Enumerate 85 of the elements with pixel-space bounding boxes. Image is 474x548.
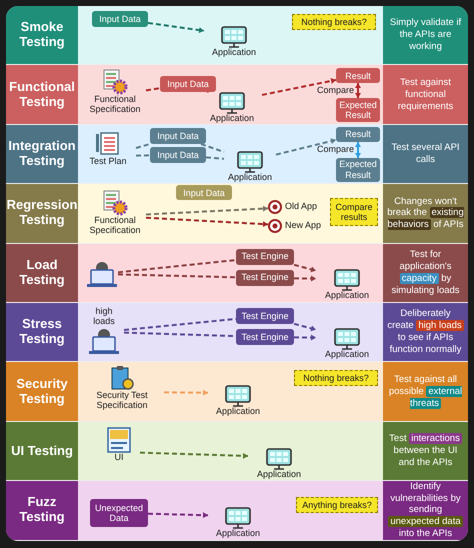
description-text: Deliberately create high loads to see if APIs function normally <box>383 303 468 362</box>
arrow <box>148 22 204 34</box>
data-box: Test Engine <box>236 270 294 286</box>
description-text: Simply validate if the APIs are working <box>383 6 468 66</box>
app-label: Old App <box>285 202 318 212</box>
data-box: Result <box>336 68 380 84</box>
app-label: Application <box>216 529 260 540</box>
connector-line <box>146 88 160 92</box>
icon-caption: Test Plan <box>89 156 127 167</box>
edge-label: Compare <box>316 144 354 154</box>
icon-caption: Functional Specification <box>88 216 142 236</box>
diagram-panel <box>78 124 383 184</box>
app-label: Application <box>256 470 302 480</box>
arrow <box>262 78 336 96</box>
app-label: Application <box>324 350 370 360</box>
description-text: Test against functional requirements <box>383 65 468 125</box>
diagram-panel <box>78 6 383 66</box>
data-box: Test Engine <box>236 329 294 345</box>
data-box: Expected Result <box>336 158 380 182</box>
arrow <box>294 275 316 282</box>
connector-line <box>200 142 224 153</box>
description-text: Changes won't break the existing behaviors of APIs <box>383 184 468 244</box>
icon-caption: Security Test Specification <box>95 391 149 412</box>
arrow <box>146 216 268 228</box>
data-box: Input Data <box>176 185 232 200</box>
app-label: New App <box>285 221 322 232</box>
diagram-panel <box>78 184 383 244</box>
description-text: Test several API calls <box>383 124 468 184</box>
testing-type-label: Load Testing <box>6 244 78 303</box>
testing-type-label: Security Testing <box>6 362 78 422</box>
data-box: Expected Result <box>336 98 380 122</box>
arrow <box>294 263 316 272</box>
description-text: Test for application's capacity by simulating loads <box>383 244 468 303</box>
data-box: Result <box>336 126 380 142</box>
note-box: Nothing breaks? <box>294 370 378 386</box>
arrow <box>164 390 208 396</box>
data-box: Test Engine <box>236 308 294 324</box>
connector-line <box>118 272 236 278</box>
arrow <box>276 138 336 156</box>
description-text: Identify vulnerabilities by sending unexpected data into the APIs <box>383 481 468 541</box>
diagram-panel <box>78 303 383 362</box>
app-label: Application <box>228 172 272 183</box>
edge-label: Compare <box>316 84 354 95</box>
diagram-panel <box>78 65 383 125</box>
data-box: Input Data <box>150 146 206 163</box>
data-box: Test Engine <box>236 248 294 265</box>
diagram-panel <box>78 244 383 303</box>
note-box: Compare results <box>330 198 378 226</box>
arrow <box>140 451 248 459</box>
data-box: Input Data <box>92 11 148 27</box>
description-text: Test against all possible external threats <box>383 362 468 422</box>
app-label: Application <box>216 406 260 416</box>
testing-type-label: UI Testing <box>6 422 78 482</box>
connector-line <box>206 156 224 160</box>
connector-line <box>136 142 150 149</box>
data-box: Input Data <box>160 76 216 92</box>
arrow <box>146 206 268 216</box>
data-box: Unexpected Data <box>90 499 148 528</box>
testing-type-label: Fuzz Testing <box>6 481 78 541</box>
arrow <box>355 83 361 98</box>
arrow <box>294 334 316 341</box>
data-box: Input Data <box>150 128 206 144</box>
diagram-panel <box>78 422 383 482</box>
connector-line <box>124 318 236 331</box>
testing-type-label: Regression Testing <box>6 184 78 244</box>
app-label: Application <box>212 48 256 58</box>
testing-type-label: Stress Testing <box>6 303 78 362</box>
diagram-panel <box>78 362 383 422</box>
arrow <box>294 322 316 332</box>
description-text: Test interactions between the UI and the APIs <box>383 422 468 482</box>
testing-type-label: Functional Testing <box>6 65 78 125</box>
note-box: Nothing breaks? <box>292 14 376 30</box>
testing-type-label: Smoke Testing <box>6 6 78 66</box>
arrow <box>355 142 361 158</box>
connector-line <box>118 258 236 273</box>
arrow <box>148 512 208 518</box>
app-label: Application <box>324 290 370 301</box>
icon-caption: UI <box>114 452 124 463</box>
app-label: Application <box>210 114 254 124</box>
connector-line <box>136 154 150 156</box>
note-box: Anything breaks? <box>296 497 378 514</box>
testing-type-label: Integration Testing <box>6 124 78 184</box>
annotation-text: high loads <box>92 307 116 327</box>
diagram-panel <box>78 481 383 541</box>
icon-caption: Functional Specification <box>88 95 142 116</box>
